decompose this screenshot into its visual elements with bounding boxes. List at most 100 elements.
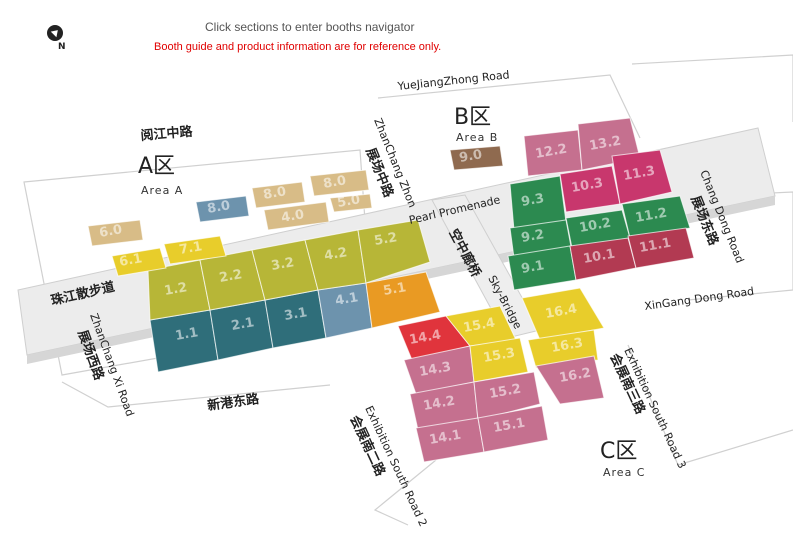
- hall-label: 9.1: [520, 258, 545, 277]
- hall-9-3[interactable]: 9.3: [509, 175, 567, 231]
- hall-shape[interactable]: [621, 195, 691, 239]
- hall-label: 9.3: [520, 191, 545, 210]
- navigator-hint: Click sections to enter booths navigator: [205, 20, 415, 34]
- hall-shape[interactable]: [111, 247, 167, 277]
- hall-15-3[interactable]: 15.3: [469, 337, 529, 383]
- hall-shape[interactable]: [365, 271, 441, 329]
- hall-7-1[interactable]: 7.1: [163, 235, 227, 265]
- hall-3-2[interactable]: 3.2: [251, 239, 319, 301]
- road-yuejiang-en: YueJiangZhong Road: [396, 68, 510, 93]
- hall-label: 4.2: [323, 245, 348, 264]
- map-element: [377, 74, 641, 139]
- hall-shape[interactable]: [251, 181, 306, 209]
- area-c-halls: 14.415.414.315.314.215.214.115.116.416.3…: [397, 287, 605, 463]
- hall-shape[interactable]: [357, 219, 431, 284]
- hall-9-1[interactable]: 9.1: [507, 245, 577, 291]
- hall-label: 6.1: [118, 251, 143, 270]
- hall-16-4[interactable]: 16.4: [521, 287, 605, 341]
- hall-label: 11.1: [638, 236, 672, 256]
- hall-label: 9.2: [520, 227, 545, 246]
- hall-label: 3.1: [283, 305, 308, 324]
- hall-10-1[interactable]: 10.1: [569, 237, 637, 281]
- hall-label: 2.1: [230, 315, 255, 334]
- hall-label: 12.2: [534, 142, 568, 162]
- hall-label: 4.0: [280, 207, 305, 226]
- hall-shape[interactable]: [521, 287, 605, 341]
- hall-shape[interactable]: [611, 149, 673, 205]
- hall-shape[interactable]: [477, 405, 549, 453]
- hall-label: 7.1: [178, 239, 203, 258]
- hall-5-2[interactable]: 5.2: [357, 219, 431, 284]
- area-c-label: C区: [600, 439, 637, 464]
- hall-14-3[interactable]: 14.3: [403, 345, 475, 395]
- hall-shape[interactable]: [163, 235, 227, 265]
- hall-shape[interactable]: [263, 201, 330, 231]
- map-element: [61, 381, 331, 408]
- hall-label: 4.1: [334, 290, 359, 309]
- hall-15-2[interactable]: 15.2: [473, 371, 541, 421]
- hall-shape[interactable]: [309, 169, 370, 197]
- hall-label: 6.0: [98, 222, 123, 241]
- hall-label: 8.0: [322, 173, 347, 192]
- hall-11-1[interactable]: 11.1: [627, 227, 695, 269]
- hall-4-0[interactable]: 4.0: [263, 201, 330, 231]
- road-yuejiang-cn: 阅江中路: [140, 123, 194, 144]
- hall-label: 13.2: [588, 134, 622, 154]
- hall-12-2[interactable]: 12.2: [523, 129, 583, 177]
- hall-8-0[interactable]: 8.0: [309, 169, 370, 197]
- hall-label: 2.2: [218, 267, 243, 286]
- hall-15-1[interactable]: 15.1: [477, 405, 549, 453]
- hall-label: 5.2: [373, 230, 398, 249]
- hall-6-1[interactable]: 6.1: [111, 247, 167, 277]
- hall-8-0[interactable]: 8.0: [195, 195, 250, 223]
- hall-8-0[interactable]: 8.0: [251, 181, 306, 209]
- area-a-halls: 1.1 2.1 3.1 4.1 5.1 1.2 2.2 3.24.2 5.2 6.1 7.1 6.0 8…: [87, 169, 441, 373]
- hall-label: 14.4: [408, 328, 442, 348]
- hall-1-1[interactable]: 1.1: [149, 309, 219, 373]
- hall-5-0[interactable]: 5.0: [329, 192, 373, 213]
- hall-label: 5.0: [336, 192, 361, 211]
- hall-label: 10.1: [582, 247, 616, 267]
- hall-4-1[interactable]: 4.1: [317, 282, 373, 339]
- hall-11-3[interactable]: 11.3: [611, 149, 673, 205]
- hall-5-1[interactable]: 5.1: [365, 271, 441, 329]
- hall-label: 8.0: [206, 198, 231, 217]
- hall-label: 10.3: [570, 176, 604, 196]
- hall-label: 14.2: [422, 394, 456, 414]
- hall-10-3[interactable]: 10.3: [559, 165, 621, 213]
- hall-label: 10.2: [578, 216, 612, 236]
- hall-9-0[interactable]: 9.0: [449, 145, 504, 171]
- hall-shape[interactable]: [535, 355, 605, 405]
- hall-14-2[interactable]: 14.2: [409, 381, 479, 431]
- hall-shape[interactable]: [449, 145, 504, 171]
- hall-shape[interactable]: [329, 193, 373, 213]
- road-xingang-dong-cn: 新港东路: [206, 391, 261, 414]
- compass-icon: N: [47, 25, 66, 52]
- area-b-label: B区: [454, 105, 491, 130]
- hall-15-4[interactable]: 15.4: [445, 305, 517, 347]
- hall-shape[interactable]: [469, 337, 529, 383]
- hall-shape[interactable]: [627, 227, 695, 269]
- map-element: [627, 344, 793, 466]
- area-a-sublabel: Area A: [141, 184, 183, 197]
- hall-label: 15.2: [488, 382, 522, 402]
- hall-10-2[interactable]: 10.2: [565, 209, 631, 249]
- hall-6-0[interactable]: 6.0: [87, 219, 144, 247]
- compass-label: N: [58, 42, 66, 52]
- hall-label: 15.3: [482, 346, 516, 366]
- hall-2-1[interactable]: 2.1: [209, 299, 274, 361]
- hall-shape[interactable]: [473, 371, 541, 421]
- hall-shape[interactable]: [87, 219, 144, 247]
- hall-shape[interactable]: [195, 195, 250, 223]
- disclaimer-notice: Booth guide and product information are …: [154, 41, 442, 53]
- hall-11-2[interactable]: 11.2: [621, 195, 691, 239]
- hall-label: 5.1: [382, 280, 407, 299]
- hall-14-4[interactable]: 14.4: [397, 315, 471, 361]
- hall-label: 15.1: [492, 416, 526, 436]
- hall-2-2[interactable]: 2.2: [199, 249, 266, 311]
- hall-label: 16.4: [544, 302, 578, 322]
- hall-label: 1.2: [163, 280, 188, 299]
- hall-label: 1.1: [174, 325, 199, 344]
- hall-16-2[interactable]: 16.2: [535, 355, 605, 405]
